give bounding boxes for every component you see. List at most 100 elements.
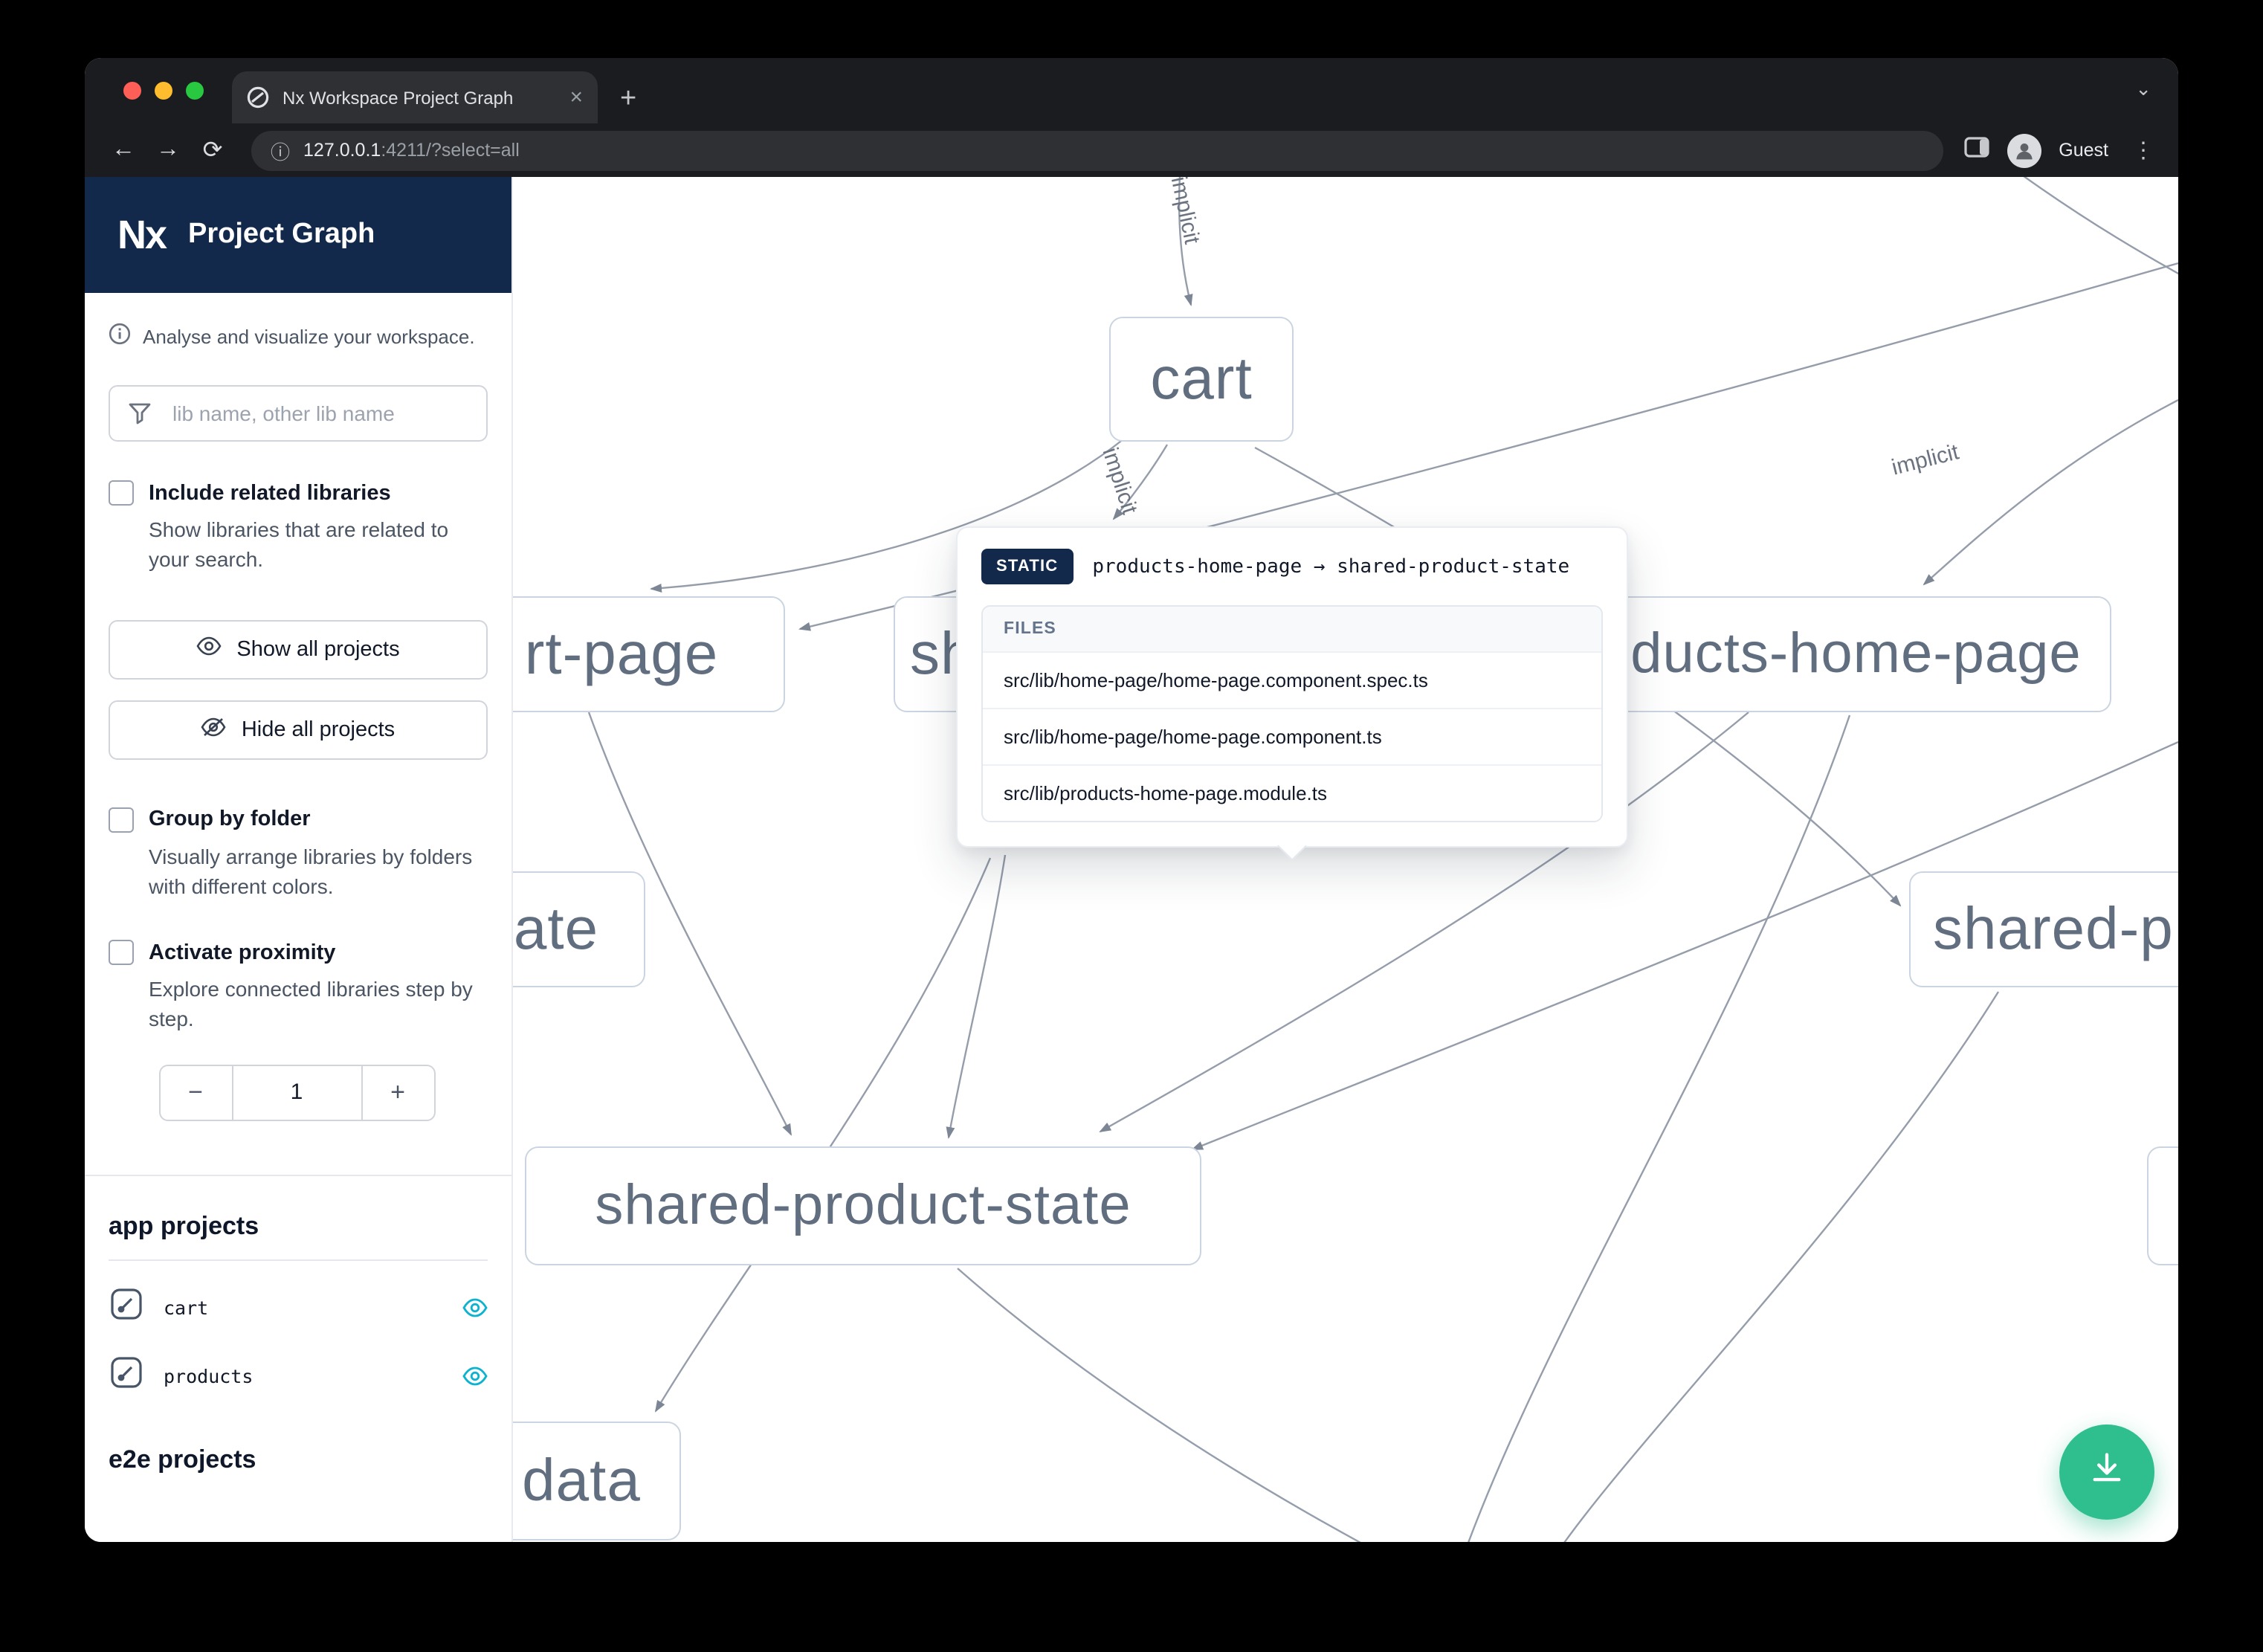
toolbar-right-cluster: Guest ⋮ [1963,133,2160,167]
include-related-description: Show libraries that are related to your … [149,517,449,572]
page-content: implicit implicit implicit cart rt-page … [85,177,2178,1542]
edge [587,712,792,1136]
graph-node-state[interactable]: ate [511,871,645,987]
address-bar[interactable]: ⓘ 127.0.0.1:4211/?select=all [251,130,1943,170]
new-tab-button[interactable]: + [620,83,637,114]
proximity-increase-button[interactable]: + [361,1064,435,1121]
activate-proximity-block: Activate proximity Explore connected lib… [109,940,488,1034]
edge [1191,741,2178,1151]
activate-proximity-description: Explore connected libraries step by step… [149,977,473,1031]
project-row-cart[interactable]: cart [109,1286,488,1329]
proximity-decrease-button[interactable]: − [158,1064,233,1121]
files-panel-header: FILES [983,607,1601,651]
include-related-block: Include related libraries Show libraries… [109,480,488,575]
edge-type-badge: STATIC [981,549,1074,584]
graph-node-clipped[interactable] [2147,1146,2178,1265]
file-path-row: src/lib/home-page/home-page.component.sp… [983,651,1601,708]
site-info-icon[interactable]: ⓘ [271,141,291,163]
graph-node-cart[interactable]: cart [1109,317,1294,442]
info-icon [109,323,131,349]
project-visibility-eye-icon[interactable] [462,1298,488,1317]
group-by-folder-label: Group by folder [149,807,311,832]
project-visibility-eye-icon[interactable] [462,1367,488,1386]
project-name: cart [164,1296,209,1319]
edge-files-panel: FILES src/lib/home-page/home-page.compon… [981,605,1603,822]
edge-tooltip-header: STATIC products-home-page → shared-produ… [981,549,1603,584]
sidebar-header: Nx Project Graph [85,177,511,293]
browser-window: Nx Workspace Project Graph × + ⌄ ← → ⟳ ⓘ… [85,58,2178,1542]
project-name: products [164,1364,254,1387]
proximity-stepper: − 1 + [158,1064,438,1121]
graph-node-shared-p[interactable]: shared-p [1909,871,2178,987]
sidebar-body: Analyse and visualize your workspace. In… [85,293,511,1542]
side-panel-icon[interactable] [1963,136,1989,164]
tagline-text: Analyse and visualize your workspace. [143,325,475,347]
project-icon [109,1355,144,1398]
group-by-folder-checkbox[interactable] [109,807,134,833]
edge [650,438,1125,593]
edge [957,1268,1361,1542]
nx-logo: Nx [117,212,167,256]
profile-avatar[interactable] [2007,133,2041,167]
search-box [109,385,488,442]
minimize-window-button[interactable] [155,82,172,100]
edge [1178,177,1193,306]
edge [1099,712,1749,1133]
reload-button[interactable]: ⟳ [202,138,223,164]
e2e-projects-heading: e2e projects [109,1445,256,1474]
graph-node-shared-product-state[interactable]: shared-product-state [525,1146,1201,1265]
tab-close-icon[interactable]: × [569,85,583,110]
graph-node-cart-page[interactable]: rt-page [511,596,785,712]
edge [2023,177,2178,275]
tab-favicon-icon [247,86,269,109]
download-graph-button[interactable] [2059,1424,2154,1520]
activate-proximity-label: Activate proximity [149,940,336,965]
profile-name[interactable]: Guest [2059,140,2108,161]
hide-all-projects-button[interactable]: Hide all projects [109,700,488,760]
graph-canvas[interactable]: implicit implicit implicit cart rt-page … [511,177,2178,1542]
show-all-projects-label: Show all projects [236,637,400,662]
include-related-label: Include related libraries [149,481,391,505]
edge [654,857,992,1413]
app-title: Project Graph [188,219,375,250]
browser-menu-icon[interactable]: ⋮ [2132,138,2154,164]
group-by-folder-block: Group by folder Visually arrange librari… [109,807,488,901]
app-projects-heading: app projects [109,1212,488,1261]
browser-toolbar: ← → ⟳ ⓘ 127.0.0.1:4211/?select=all Guest… [85,123,2178,177]
edge [946,854,1007,1139]
url-host: 127.0.0.1 [303,140,381,161]
sidebar: Nx Project Graph Analyse and visualize y… [85,177,511,1542]
project-icon [109,1286,144,1329]
project-row-products[interactable]: products [109,1355,488,1398]
include-related-checkbox[interactable] [109,480,134,506]
window-controls [123,82,204,100]
edge [1468,714,1851,1542]
edge-relation-text: products-home-page → shared-product-stat… [1092,555,1570,578]
show-all-projects-button[interactable]: Show all projects [109,619,488,680]
filter-icon [128,401,152,433]
edge-tooltip: STATIC products-home-page → shared-produ… [956,526,1628,861]
download-icon [2088,1449,2126,1495]
tab-strip: Nx Workspace Project Graph × + ⌄ [85,58,2178,123]
hide-all-projects-label: Hide all projects [241,717,396,742]
file-path-row: src/lib/home-page/home-page.component.ts [983,708,1601,764]
graph-node-data[interactable]: data [511,1422,681,1540]
proximity-value: 1 [231,1064,362,1121]
search-input[interactable] [109,385,488,442]
zoom-window-button[interactable] [186,82,204,100]
sidebar-divider [85,1174,511,1176]
edge [1923,399,2178,586]
graph-edges [587,177,2178,1542]
tab-search-chevron-icon[interactable]: ⌄ [2135,77,2151,100]
close-window-button[interactable] [123,82,141,100]
activate-proximity-checkbox[interactable] [109,940,134,966]
tagline-row: Analyse and visualize your workspace. [109,323,488,349]
back-button[interactable]: ← [112,137,135,162]
forward-button[interactable]: → [156,137,180,162]
file-path-row: src/lib/products-home-page.module.ts [983,764,1601,821]
eye-off-icon [201,716,227,743]
url-path: :4211/?select=all [381,140,520,161]
browser-tab[interactable]: Nx Workspace Project Graph × [232,71,598,123]
edge [1112,444,1169,520]
